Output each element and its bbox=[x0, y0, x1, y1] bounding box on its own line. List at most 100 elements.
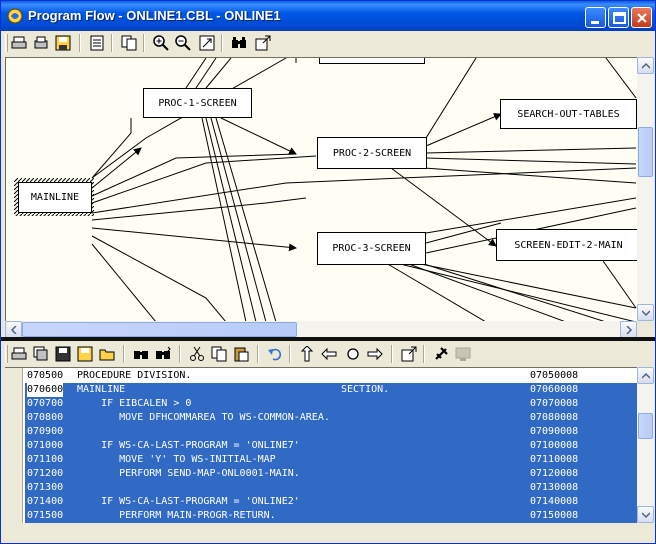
close-button[interactable] bbox=[631, 7, 652, 28]
open-folder-icon[interactable] bbox=[97, 344, 117, 364]
code-text: IF EIBCALEN > 0 bbox=[77, 398, 192, 409]
line-identifier: 07150008 bbox=[530, 510, 579, 521]
toolbar-separator bbox=[179, 345, 181, 363]
sequence-number: 071200 bbox=[27, 468, 64, 479]
diagram-toolbar bbox=[3, 31, 653, 55]
partial-node[interactable] bbox=[319, 58, 425, 64]
scroll-thumb[interactable] bbox=[638, 413, 653, 439]
line-identifier: 07090008 bbox=[530, 426, 579, 437]
line-identifier: 07050008 bbox=[530, 370, 579, 381]
scroll-thumb[interactable] bbox=[638, 127, 653, 177]
code-text: MOVE DFHCOMMAREA TO WS-COMMON-AREA. bbox=[77, 412, 330, 423]
status-bar bbox=[3, 525, 653, 543]
cut-icon[interactable] bbox=[187, 344, 207, 364]
source-code-pane[interactable]: 070500 PROCEDURE DIVISION. 07050008 0706… bbox=[5, 367, 637, 523]
print-icon[interactable] bbox=[9, 344, 29, 364]
sequence-number: 071500 bbox=[27, 510, 64, 521]
code-line[interactable]: 071000 IF WS-CA-LAST-PROGRAM = 'ONLINE7'… bbox=[25, 439, 637, 453]
title-bar[interactable]: Program Flow - ONLINE1.CBL - ONLINE1 bbox=[1, 1, 655, 31]
print-preview-icon[interactable] bbox=[31, 33, 51, 53]
line-identifier: 07080008 bbox=[530, 412, 579, 423]
save-icon[interactable] bbox=[53, 33, 73, 53]
pane-splitter[interactable] bbox=[1, 337, 655, 341]
back-icon[interactable] bbox=[319, 344, 339, 364]
fit-to-window-icon[interactable] bbox=[197, 33, 217, 53]
line-identifier: 07140008 bbox=[530, 496, 579, 507]
minimize-button[interactable] bbox=[585, 7, 606, 28]
code-line[interactable]: 070600 MAINLINE SECTION. 07060008 bbox=[25, 383, 637, 397]
stop-icon[interactable] bbox=[343, 344, 363, 364]
line-identifier: 07060008 bbox=[530, 384, 579, 395]
line-identifier: 07070008 bbox=[530, 398, 579, 409]
code-line[interactable]: 071300 07130008 bbox=[25, 481, 637, 495]
node-screen-edit-2-main[interactable]: SCREEN-EDIT-2-MAIN bbox=[496, 229, 637, 261]
options-icon[interactable] bbox=[253, 33, 273, 53]
scroll-up-button[interactable] bbox=[637, 57, 654, 74]
sequence-number: 071400 bbox=[27, 496, 64, 507]
copy-icon[interactable] bbox=[209, 344, 229, 364]
sequence-number: 070500 bbox=[27, 370, 64, 381]
code-text: MOVE 'Y' TO WS-INITIAL-MAP bbox=[77, 454, 276, 465]
scroll-right-button[interactable] bbox=[620, 321, 637, 338]
scroll-down-button[interactable] bbox=[637, 304, 654, 321]
toolbar-separator bbox=[143, 34, 145, 52]
code-line[interactable]: 071200 PERFORM SEND-MAP-ONL0001-MAIN. 07… bbox=[25, 467, 637, 481]
line-identifier: 07120008 bbox=[530, 468, 579, 479]
properties-icon[interactable] bbox=[87, 33, 107, 53]
copy-icon[interactable] bbox=[119, 33, 139, 53]
code-vertical-scrollbar[interactable] bbox=[637, 367, 654, 523]
save-icon[interactable] bbox=[53, 344, 73, 364]
code-line[interactable]: 071500 PERFORM MAIN-PROGR-RETURN. 071500… bbox=[25, 509, 637, 523]
paste-icon[interactable] bbox=[231, 344, 251, 364]
print-all-icon[interactable] bbox=[31, 344, 51, 364]
toolbar-separator bbox=[391, 345, 393, 363]
sequence-number: 070600 bbox=[27, 383, 64, 397]
zoom-in-icon[interactable] bbox=[151, 33, 171, 53]
go-to-top-icon[interactable] bbox=[297, 344, 317, 364]
source-toolbar bbox=[3, 342, 653, 366]
code-line[interactable]: 071400 IF WS-CA-LAST-PROGRAM = 'ONLINE2'… bbox=[25, 495, 637, 509]
flow-connectors bbox=[14, 58, 637, 321]
toolbar-separator bbox=[221, 34, 223, 52]
code-text: PERFORM MAIN-PROGR-RETURN. bbox=[77, 510, 276, 521]
code-line[interactable]: 070800 MOVE DFHCOMMAREA TO WS-COMMON-ARE… bbox=[25, 411, 637, 425]
node-proc-3-screen[interactable]: PROC-3-SCREEN bbox=[317, 232, 426, 265]
find-icon[interactable] bbox=[229, 33, 249, 53]
scroll-left-button[interactable] bbox=[5, 321, 22, 338]
find-next-icon[interactable] bbox=[153, 344, 173, 364]
code-line[interactable]: 070900 07090008 bbox=[25, 425, 637, 439]
maximize-button[interactable] bbox=[608, 7, 629, 28]
program-flow-diagram[interactable]: PROC-1-SCREEN MAINLINE PROC-2-SCREEN PRO… bbox=[5, 57, 637, 321]
code-line[interactable]: 070700 IF EIBCALEN > 0 07070008 bbox=[25, 397, 637, 411]
sequence-number: 071000 bbox=[27, 440, 64, 451]
scroll-up-button[interactable] bbox=[637, 367, 654, 384]
node-proc-2-screen[interactable]: PROC-2-SCREEN bbox=[317, 137, 427, 169]
code-text: MAINLINE bbox=[77, 384, 126, 395]
options-icon[interactable] bbox=[399, 344, 419, 364]
save-as-icon[interactable] bbox=[75, 344, 95, 364]
pin-icon[interactable] bbox=[431, 344, 451, 364]
code-text: IF WS-CA-LAST-PROGRAM = 'ONLINE2' bbox=[77, 496, 300, 507]
code-line[interactable]: 071100 MOVE 'Y' TO WS-INITIAL-MAP 071100… bbox=[25, 453, 637, 467]
node-proc-1-screen[interactable]: PROC-1-SCREEN bbox=[143, 88, 252, 118]
print-icon[interactable] bbox=[9, 33, 29, 53]
toolbar-separator bbox=[111, 34, 113, 52]
toolbar-separator bbox=[423, 345, 425, 363]
scroll-down-button[interactable] bbox=[637, 506, 654, 523]
code-line[interactable]: 070500 PROCEDURE DIVISION. 07050008 bbox=[25, 369, 637, 383]
undo-icon[interactable] bbox=[265, 344, 285, 364]
forward-icon[interactable] bbox=[365, 344, 385, 364]
app-icon bbox=[6, 7, 24, 25]
node-search-out-tables[interactable]: SEARCH-OUT-TABLES bbox=[500, 99, 637, 129]
diagram-horizontal-scrollbar[interactable] bbox=[5, 321, 637, 338]
line-gutter bbox=[5, 368, 23, 523]
scroll-thumb[interactable] bbox=[22, 322, 297, 337]
sequence-number: 071100 bbox=[27, 454, 64, 465]
node-mainline[interactable]: MAINLINE bbox=[18, 182, 92, 213]
window-title: Program Flow - ONLINE1.CBL - ONLINE1 bbox=[28, 8, 281, 23]
code-text: PROCEDURE DIVISION. bbox=[77, 370, 192, 381]
find-icon[interactable] bbox=[131, 344, 151, 364]
sequence-number: 070800 bbox=[27, 412, 64, 423]
zoom-out-icon[interactable] bbox=[173, 33, 193, 53]
diagram-vertical-scrollbar[interactable] bbox=[637, 57, 654, 321]
